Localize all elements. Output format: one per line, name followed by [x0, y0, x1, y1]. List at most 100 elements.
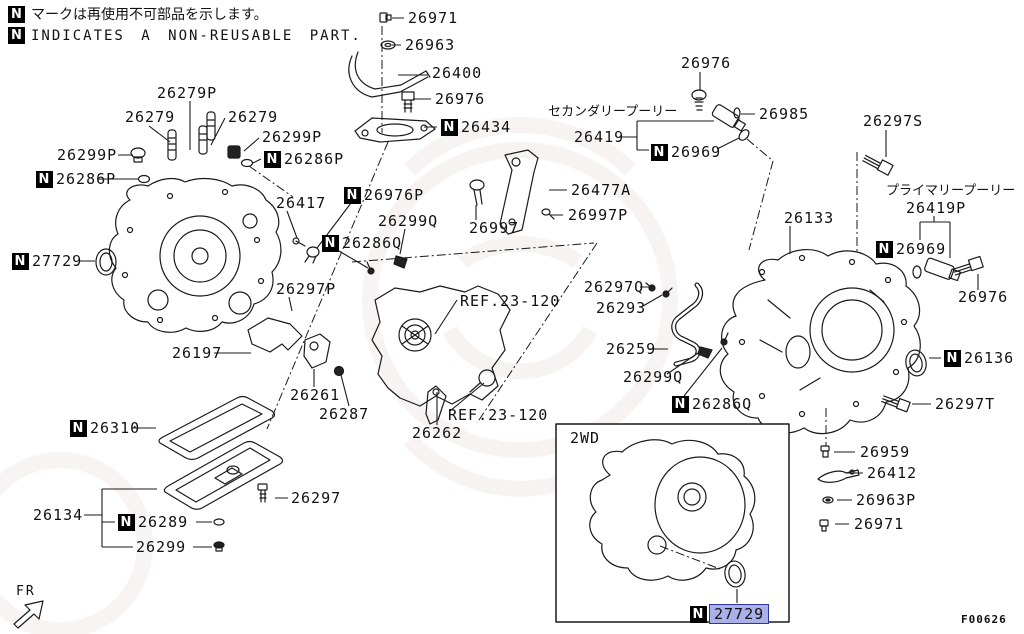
non-reusable-icon: N: [322, 234, 339, 252]
part-number: 27729: [32, 252, 83, 270]
non-reusable-icon: N: [36, 170, 53, 188]
part-label-26297[interactable]: 26297: [291, 489, 341, 507]
non-reusable-icon: N: [344, 186, 361, 204]
part-number: 26417: [276, 194, 327, 212]
part-label-26419P[interactable]: 26419P: [906, 199, 966, 217]
part-label-26287[interactable]: 26287: [319, 405, 369, 423]
part-label-26417[interactable]: 26417: [276, 194, 326, 212]
part-number: 26286Q: [692, 395, 753, 413]
part-number: REF.23-120: [448, 406, 549, 424]
part-number: 26287: [319, 405, 370, 423]
part-label-26976[interactable]: 26976: [435, 90, 485, 108]
part-label-26297Q[interactable]: 26297Q: [584, 278, 644, 296]
part-label-26976[interactable]: 26976: [958, 288, 1008, 306]
non-reusable-icon: N: [118, 513, 135, 531]
part-label-26297T[interactable]: 26297T: [935, 395, 995, 413]
part-label-26293[interactable]: 26293: [596, 299, 646, 317]
part-label-26262[interactable]: 26262: [412, 424, 462, 442]
part-number: 26412: [867, 464, 918, 482]
part-label-REF.23-120[interactable]: REF.23-120: [448, 406, 548, 424]
part-label-26419[interactable]: 26419: [574, 128, 624, 146]
part-label-26997P[interactable]: 26997P: [568, 206, 628, 224]
part-label-26971[interactable]: 26971: [408, 9, 458, 27]
part-label-セカンダリープーリー[interactable]: セカンダリープーリー: [548, 101, 677, 120]
part-number: 26963: [405, 36, 456, 54]
part-label-26279[interactable]: 26279: [125, 108, 175, 126]
part-number: 26297T: [935, 395, 996, 413]
non-reusable-icon: N: [651, 143, 668, 161]
part-number: 26419P: [906, 199, 967, 217]
non-reusable-icon: N: [876, 240, 893, 258]
note-jp-text: マークは再使用不可部品を示します。: [31, 7, 268, 23]
inset-2wd-box: [555, 423, 790, 623]
part-number: 26976: [681, 54, 732, 72]
part-label-26297P[interactable]: 26297P: [276, 280, 336, 298]
part-number: 26959: [860, 443, 911, 461]
part-number: 26963P: [856, 491, 917, 509]
part-number: 26289: [138, 513, 189, 531]
part-number: 26997: [469, 219, 520, 237]
part-number: 26262: [412, 424, 463, 442]
part-label-26259[interactable]: 26259: [606, 340, 656, 358]
part-label-26134[interactable]: 26134: [33, 506, 83, 524]
part-label-26279P[interactable]: 26279P: [157, 84, 217, 102]
note-line-jp: N マークは再使用不可部品を示します。: [8, 4, 268, 24]
part-label-26133[interactable]: 26133: [784, 209, 834, 227]
part-number: 26976P: [364, 186, 425, 204]
part-number: 26971: [408, 9, 459, 27]
part-label-26297S[interactable]: 26297S: [863, 112, 923, 130]
part-label-26412[interactable]: 26412: [867, 464, 917, 482]
part-label-26299P[interactable]: 26299P: [262, 128, 322, 146]
part-label-26985[interactable]: 26985: [759, 105, 809, 123]
part-label-26997[interactable]: 26997: [469, 219, 519, 237]
part-label-26299Q[interactable]: 26299Q: [378, 212, 438, 230]
part-label-26959[interactable]: 26959: [860, 443, 910, 461]
part-number: 27729: [708, 604, 770, 624]
non-reusable-icon: N: [944, 349, 961, 367]
part-number: 26286Q: [342, 234, 403, 252]
non-reusable-icon: N: [70, 419, 87, 437]
part-number: 26279: [228, 108, 279, 126]
part-number: 26434: [461, 118, 512, 136]
part-label-26400[interactable]: 26400: [432, 64, 482, 82]
part-number: 26985: [759, 105, 810, 123]
inset-2wd-label: 2WD: [570, 429, 601, 447]
fr-arrow-icon: [13, 600, 44, 629]
part-label-プライマリープーリー[interactable]: プライマリープーリー: [886, 180, 1015, 199]
part-number: 26279: [125, 108, 176, 126]
fr-direction-label: FR: [16, 584, 36, 599]
part-number: 26297S: [863, 112, 924, 130]
part-label-26279[interactable]: 26279: [228, 108, 278, 126]
part-label-26261[interactable]: 26261: [290, 386, 340, 404]
part-label-26477A[interactable]: 26477A: [571, 181, 631, 199]
part-label-26197[interactable]: 26197: [172, 344, 222, 362]
part-number: 26969: [896, 240, 947, 258]
part-label-26976[interactable]: 26976: [681, 54, 731, 72]
part-label-26963P[interactable]: 26963P: [856, 491, 916, 509]
part-label-26299[interactable]: 26299: [136, 538, 186, 556]
part-number: 26976: [435, 90, 486, 108]
non-reusable-icon: N: [441, 118, 458, 136]
non-reusable-icon: N: [690, 605, 707, 623]
part-label-26963[interactable]: 26963: [405, 36, 455, 54]
part-number: REF.23-120: [460, 292, 561, 310]
part-label-26971[interactable]: 26971: [854, 515, 904, 533]
figure-code: F00626: [961, 613, 1007, 626]
part-label-REF.23-120[interactable]: REF.23-120: [460, 292, 560, 310]
part-label-26299Q[interactable]: 26299Q: [623, 368, 683, 386]
part-label-26299P[interactable]: 26299P: [57, 146, 117, 164]
non-reusable-icon: N: [672, 395, 689, 413]
